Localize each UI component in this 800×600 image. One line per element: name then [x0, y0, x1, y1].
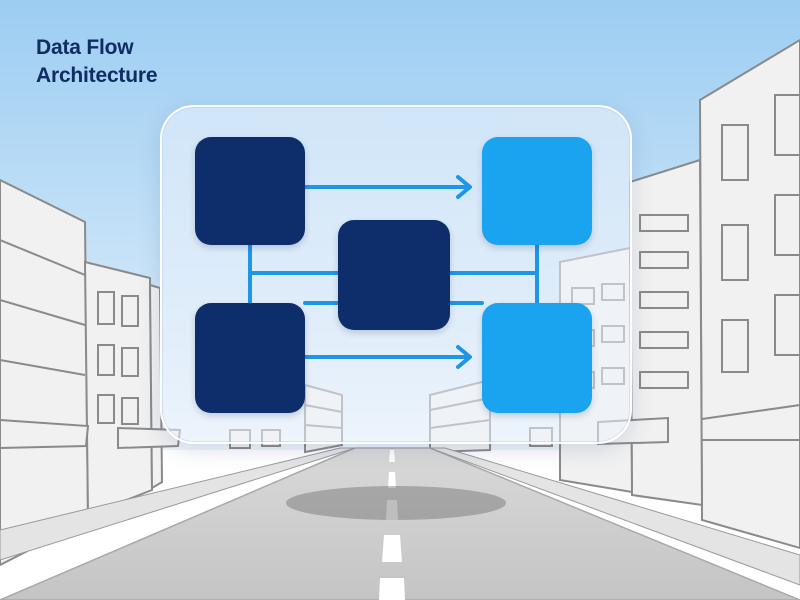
right-sidewalk — [429, 447, 800, 586]
road — [0, 447, 800, 600]
arrowhead-out-top — [456, 175, 472, 199]
diagram-shadow — [286, 486, 506, 520]
center-node — [338, 220, 450, 330]
title-line-2: Architecture — [36, 64, 158, 87]
output-node-bottom — [482, 303, 592, 413]
page-title: Data Flow Architecture — [36, 34, 158, 90]
output-node-top — [482, 137, 592, 245]
lane-markings — [379, 450, 405, 600]
connectors — [248, 175, 539, 369]
input-node-top — [195, 137, 305, 245]
input-node-bottom — [195, 303, 305, 413]
data-flow-diagram — [160, 105, 628, 440]
arrowhead-out-bottom — [456, 345, 472, 369]
title-line-1: Data Flow — [36, 36, 134, 59]
left-sidewalk — [0, 447, 356, 561]
